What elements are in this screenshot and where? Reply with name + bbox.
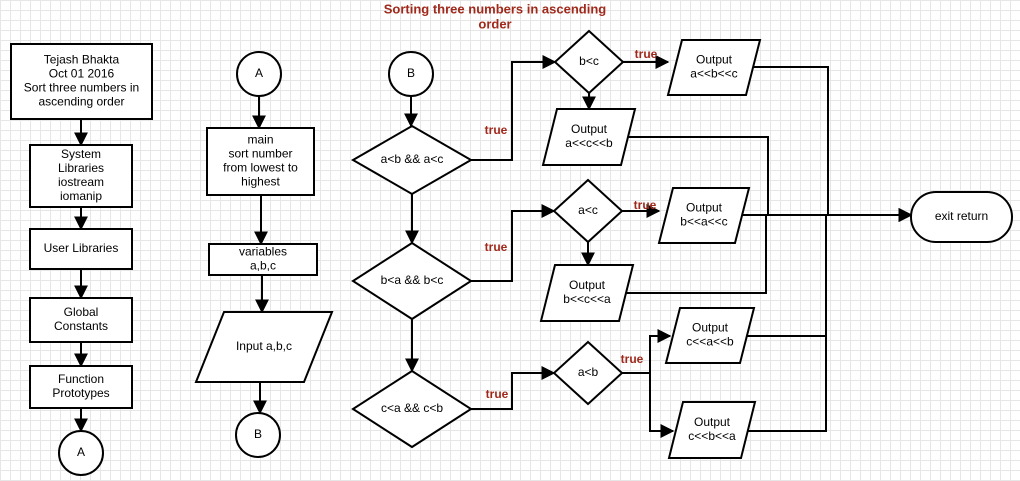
node-out-abc-text: Output xyxy=(696,53,733,67)
node-cond1 xyxy=(350,124,474,196)
node-sys-libs xyxy=(29,144,133,208)
node-global-const-text: Constants xyxy=(54,319,108,333)
true-label: true xyxy=(486,387,509,401)
node-out-abc xyxy=(666,39,762,96)
edge-cab-to-exit xyxy=(747,208,913,337)
node-cond3-text: c<a && c<b xyxy=(381,401,443,415)
node-global-const xyxy=(29,297,133,343)
node-main-text: main xyxy=(247,133,273,147)
node-conn-a-start xyxy=(236,51,282,97)
edge-cond1-true xyxy=(471,55,557,161)
true-label: true xyxy=(635,47,658,61)
node-main-text: sort number xyxy=(228,147,292,161)
edge-sub3-false xyxy=(622,372,675,438)
node-vars-text: variables xyxy=(239,245,287,259)
diagram-title: order xyxy=(478,16,511,31)
node-sub1-text: b<c xyxy=(579,54,599,68)
node-vars-text: a,b,c xyxy=(250,259,276,273)
node-input-text: Input a,b,c xyxy=(236,339,292,353)
node-cond1-text: a<b && a<c xyxy=(381,152,444,166)
node-conn-a-start-text: A xyxy=(255,66,263,80)
true-label: true xyxy=(634,198,657,212)
node-out-bca xyxy=(539,264,635,322)
node-out-cab-text: c<<a<<b xyxy=(686,335,734,349)
node-conn-a-end-text: A xyxy=(77,445,85,459)
node-func-proto-text: Function xyxy=(58,372,104,386)
node-out-bac xyxy=(657,187,751,244)
node-header-text: Oct 01 2016 xyxy=(49,67,115,81)
true-label: true xyxy=(485,123,508,137)
node-out-bac-text: Output xyxy=(686,201,723,215)
node-conn-a-end xyxy=(58,430,104,476)
node-out-cba xyxy=(667,401,757,459)
node-header xyxy=(10,43,153,120)
node-sys-libs-text: Libraries xyxy=(58,161,104,175)
true-label: true xyxy=(621,352,644,366)
node-out-bac-text: b<<a<<c xyxy=(680,215,727,229)
node-sys-libs-text: iostream xyxy=(58,175,104,189)
node-conn-b-start xyxy=(388,51,434,97)
diagram-title: Sorting three numbers in ascending xyxy=(384,1,607,16)
node-conn-b-end-text: B xyxy=(254,427,262,441)
node-vars xyxy=(208,243,318,276)
node-sub3 xyxy=(552,340,624,406)
node-out-bca-text: b<<c<<a xyxy=(563,292,611,306)
edge-abc-to-exit xyxy=(747,66,913,222)
node-out-acb-text: a<<c<<b xyxy=(565,136,613,150)
node-cond3 xyxy=(351,369,473,449)
node-func-proto-text: Prototypes xyxy=(52,386,109,400)
node-conn-b-start-text: B xyxy=(407,66,415,80)
node-out-cba-text: Output xyxy=(694,415,731,429)
node-user-libs-text: User Libraries xyxy=(44,241,119,255)
node-user-libs xyxy=(29,228,133,270)
node-exit xyxy=(910,191,1013,243)
node-cond2 xyxy=(351,241,473,321)
node-func-proto xyxy=(29,365,133,409)
node-out-cab-text: Output xyxy=(692,321,729,335)
node-sys-libs-text: iomanip xyxy=(60,189,102,203)
edge-cond3-true xyxy=(471,366,556,410)
node-out-abc-text: a<<b<<c xyxy=(690,67,737,81)
node-cond2-text: b<a && b<c xyxy=(381,273,444,287)
node-global-const-text: Global xyxy=(64,305,99,319)
true-label: true xyxy=(485,240,508,254)
node-out-bca-text: Output xyxy=(569,278,606,292)
node-out-cab xyxy=(664,307,756,364)
node-main-text: from lowest to xyxy=(223,161,298,175)
node-conn-b-end xyxy=(235,412,281,458)
node-main xyxy=(206,127,315,196)
node-sys-libs-text: System xyxy=(61,147,101,161)
node-main-text: highest xyxy=(241,175,280,189)
node-header-text: Tejash Bhakta xyxy=(44,53,120,67)
edge-cba-to-exit xyxy=(748,208,913,432)
node-header-text: Sort three numbers in xyxy=(24,81,139,95)
node-exit-text: exit return xyxy=(935,209,988,223)
node-out-acb-text: Output xyxy=(571,122,608,136)
node-sub2-text: a<c xyxy=(578,203,598,217)
node-sub2 xyxy=(552,178,624,244)
node-sub1 xyxy=(553,29,625,95)
edge-cond2-true xyxy=(471,204,556,282)
node-input xyxy=(194,311,334,383)
node-header-text: ascending order xyxy=(38,95,124,109)
node-out-cba-text: c<<b<<a xyxy=(688,429,736,443)
node-out-acb xyxy=(541,108,637,166)
node-sub3-text: a<b xyxy=(578,365,599,379)
